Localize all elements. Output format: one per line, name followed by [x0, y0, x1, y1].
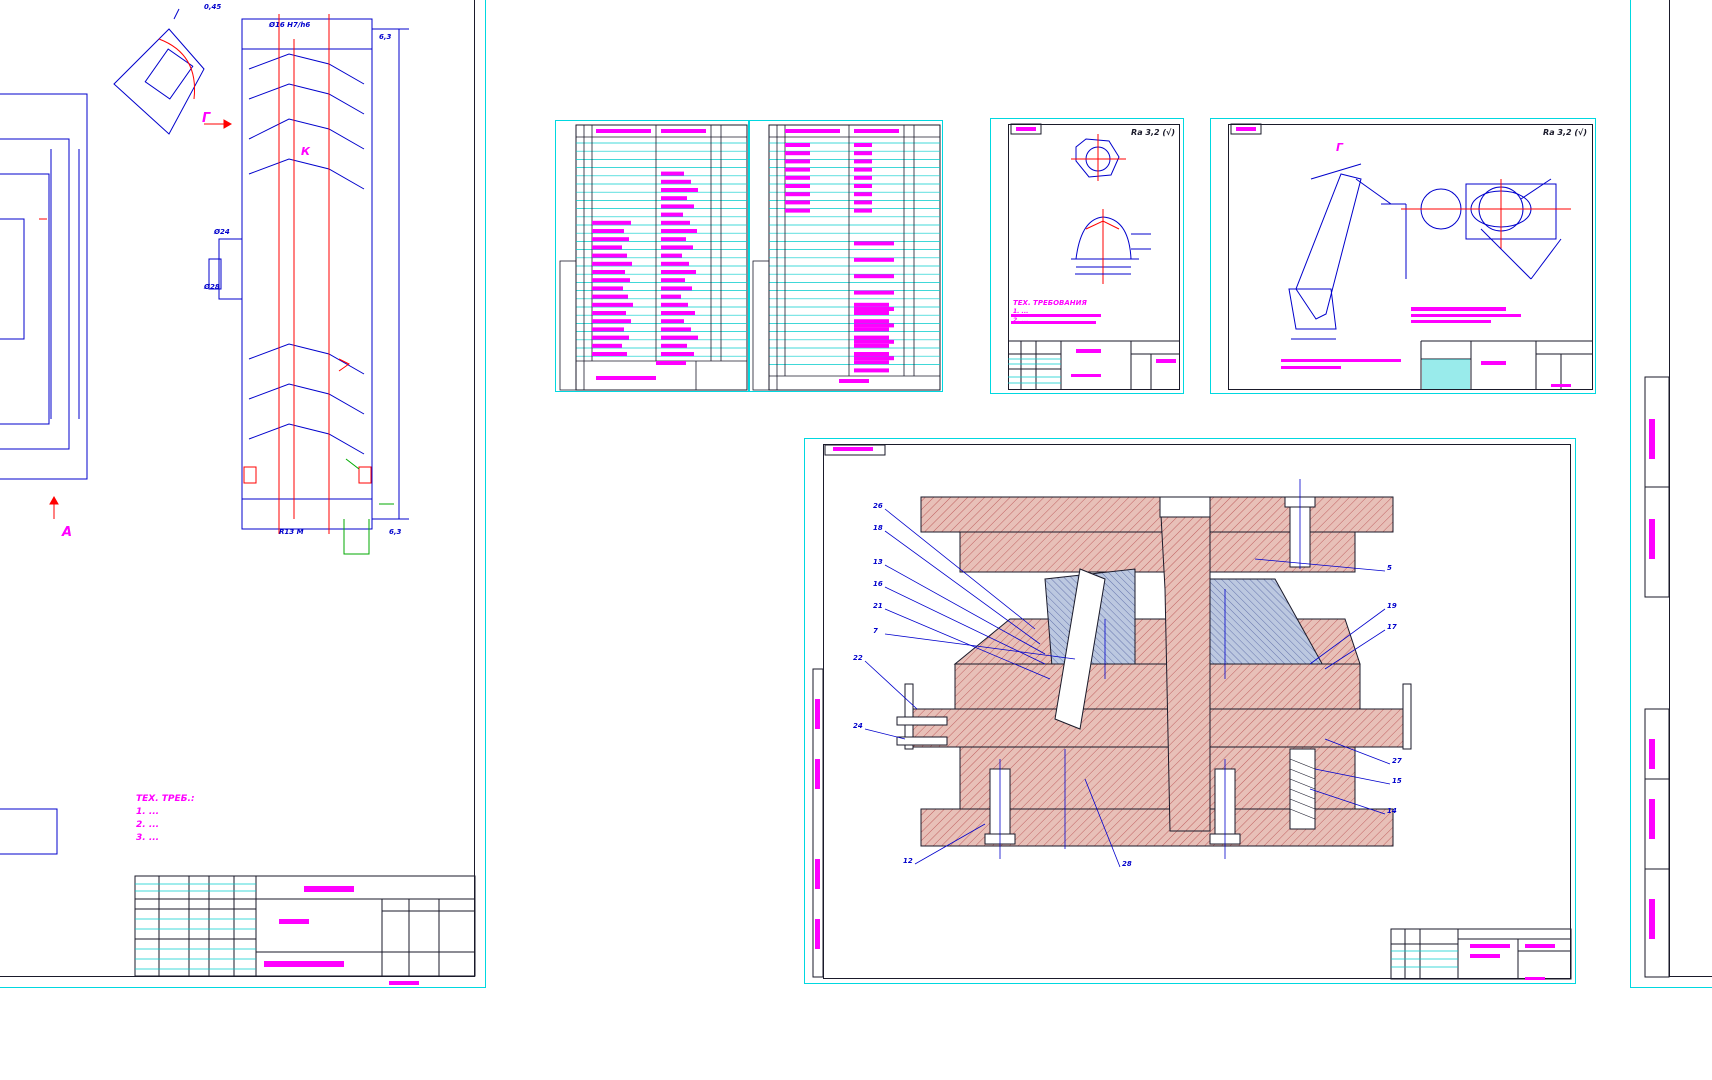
- assembly-leader-label: 24: [853, 722, 863, 730]
- assembly-leader-line: [864, 728, 906, 740]
- drawing-sheet-left[interactable]: 0,45 Ø16 H7/h6 6,3 Ø24 Ø28 R13 M 6,3: [0, 0, 486, 988]
- assembly-leader-line: [884, 564, 1046, 655]
- detail-sheet-3[interactable]: Ra 3,2 (√) Г: [1210, 118, 1596, 394]
- assembly-sheet[interactable]: 26 18 13 16 21 7 22 24 5 19 17 27 15 14 12 28: [804, 438, 1576, 984]
- assembly-leader-label: 22: [853, 654, 863, 662]
- detail-sheet-2[interactable]: Ra 3,2 (√) ТЕХ. ТРЕБОВАНИЯ 1. ... 2. ...: [990, 118, 1184, 394]
- assembly-leader-line: [884, 633, 1076, 660]
- left-note-1: 1. ...: [136, 807, 160, 817]
- assembly-leader-label: 28: [1122, 860, 1132, 868]
- detail-3-roughness: Ra 3,2 (√): [1543, 128, 1587, 137]
- detail-2-requirements-title: ТЕХ. ТРЕБОВАНИЯ: [1013, 299, 1087, 307]
- svg-text:6,3: 6,3: [379, 33, 392, 41]
- detail-2-roughness: Ra 3,2 (√): [1131, 128, 1175, 137]
- detail-sheet-2-geometry: [1008, 123, 1180, 390]
- assembly-leader-line: [1314, 768, 1391, 785]
- left-drawing-geometry: 0,45 Ø16 H7/h6 6,3 Ø24 Ø28 R13 M 6,3: [0, 3, 476, 985]
- assembly-leader-line: [1084, 778, 1121, 868]
- assembly-leader-label: 16: [873, 580, 883, 588]
- assembly-leader-line: [884, 608, 1051, 680]
- assembly-leader-line: [864, 660, 918, 710]
- assembly-leader-label: 13: [873, 558, 883, 566]
- spec-sheet-1[interactable]: [555, 120, 750, 392]
- assembly-leader-label: 14: [1387, 807, 1397, 815]
- assembly-leader-line: [1309, 608, 1386, 665]
- assembly-leader-label: 5: [1387, 564, 1392, 572]
- detail-3-label-g: Г: [1336, 141, 1344, 154]
- drawing-sheet-right[interactable]: [1630, 0, 1712, 988]
- assembly-leader-label: 7: [873, 627, 878, 635]
- left-label-a: A: [62, 525, 73, 540]
- left-label-k: К: [301, 145, 310, 158]
- assembly-leader-label: 19: [1387, 602, 1397, 610]
- spec-sheet-2[interactable]: [748, 120, 943, 392]
- assembly-leader-label: 21: [873, 602, 883, 610]
- assembly-leader-line: [1324, 738, 1391, 765]
- left-notes-title: ТЕХ. ТРЕБ.:: [136, 794, 195, 804]
- detail-sheet-2-frame: [1008, 124, 1180, 390]
- assembly-drawing: 26 18 13 16 21 7 22 24 5 19 17 27 15 14 12 28: [812, 444, 1572, 980]
- assembly-leader-line: [1309, 788, 1386, 815]
- assembly-leader-label: 15: [1392, 777, 1402, 785]
- left-note-2: 2. ...: [136, 820, 160, 830]
- spec-sheet-1-table: [559, 124, 748, 391]
- spec-sheet-2-table: [752, 124, 941, 391]
- assembly-leader-line: [1254, 558, 1386, 572]
- assembly-leader-label: 17: [1387, 623, 1397, 631]
- right-sheet-stamp: [1644, 376, 1670, 978]
- detail-2-req-2: 2. ...: [1013, 317, 1029, 324]
- svg-text:R13 M: R13 M: [279, 528, 304, 536]
- detail-sheet-3-geometry: [1230, 123, 1593, 390]
- left-note-3: 3. ...: [136, 833, 160, 843]
- svg-text:Ø16 H7/h6: Ø16 H7/h6: [268, 21, 310, 29]
- detail-2-req-1: 1. ...: [1013, 308, 1029, 315]
- assembly-leader-line: [914, 823, 986, 865]
- assembly-leader-line: [884, 508, 1036, 630]
- assembly-leader-label: 12: [903, 857, 913, 865]
- left-label-g: Г: [202, 111, 211, 126]
- assembly-leader-label: 18: [873, 524, 883, 532]
- assembly-leader-line: [1324, 629, 1386, 670]
- svg-text:6,3: 6,3: [389, 528, 402, 536]
- detail-sheet-3-frame: [1228, 124, 1593, 390]
- assembly-leader-label: 26: [873, 502, 883, 510]
- svg-text:Ø28: Ø28: [203, 283, 220, 291]
- svg-text:Ø24: Ø24: [213, 228, 230, 236]
- assembly-leader-line: [884, 530, 1041, 645]
- svg-text:0,45: 0,45: [204, 3, 221, 11]
- assembly-leader-label: 27: [1392, 757, 1402, 765]
